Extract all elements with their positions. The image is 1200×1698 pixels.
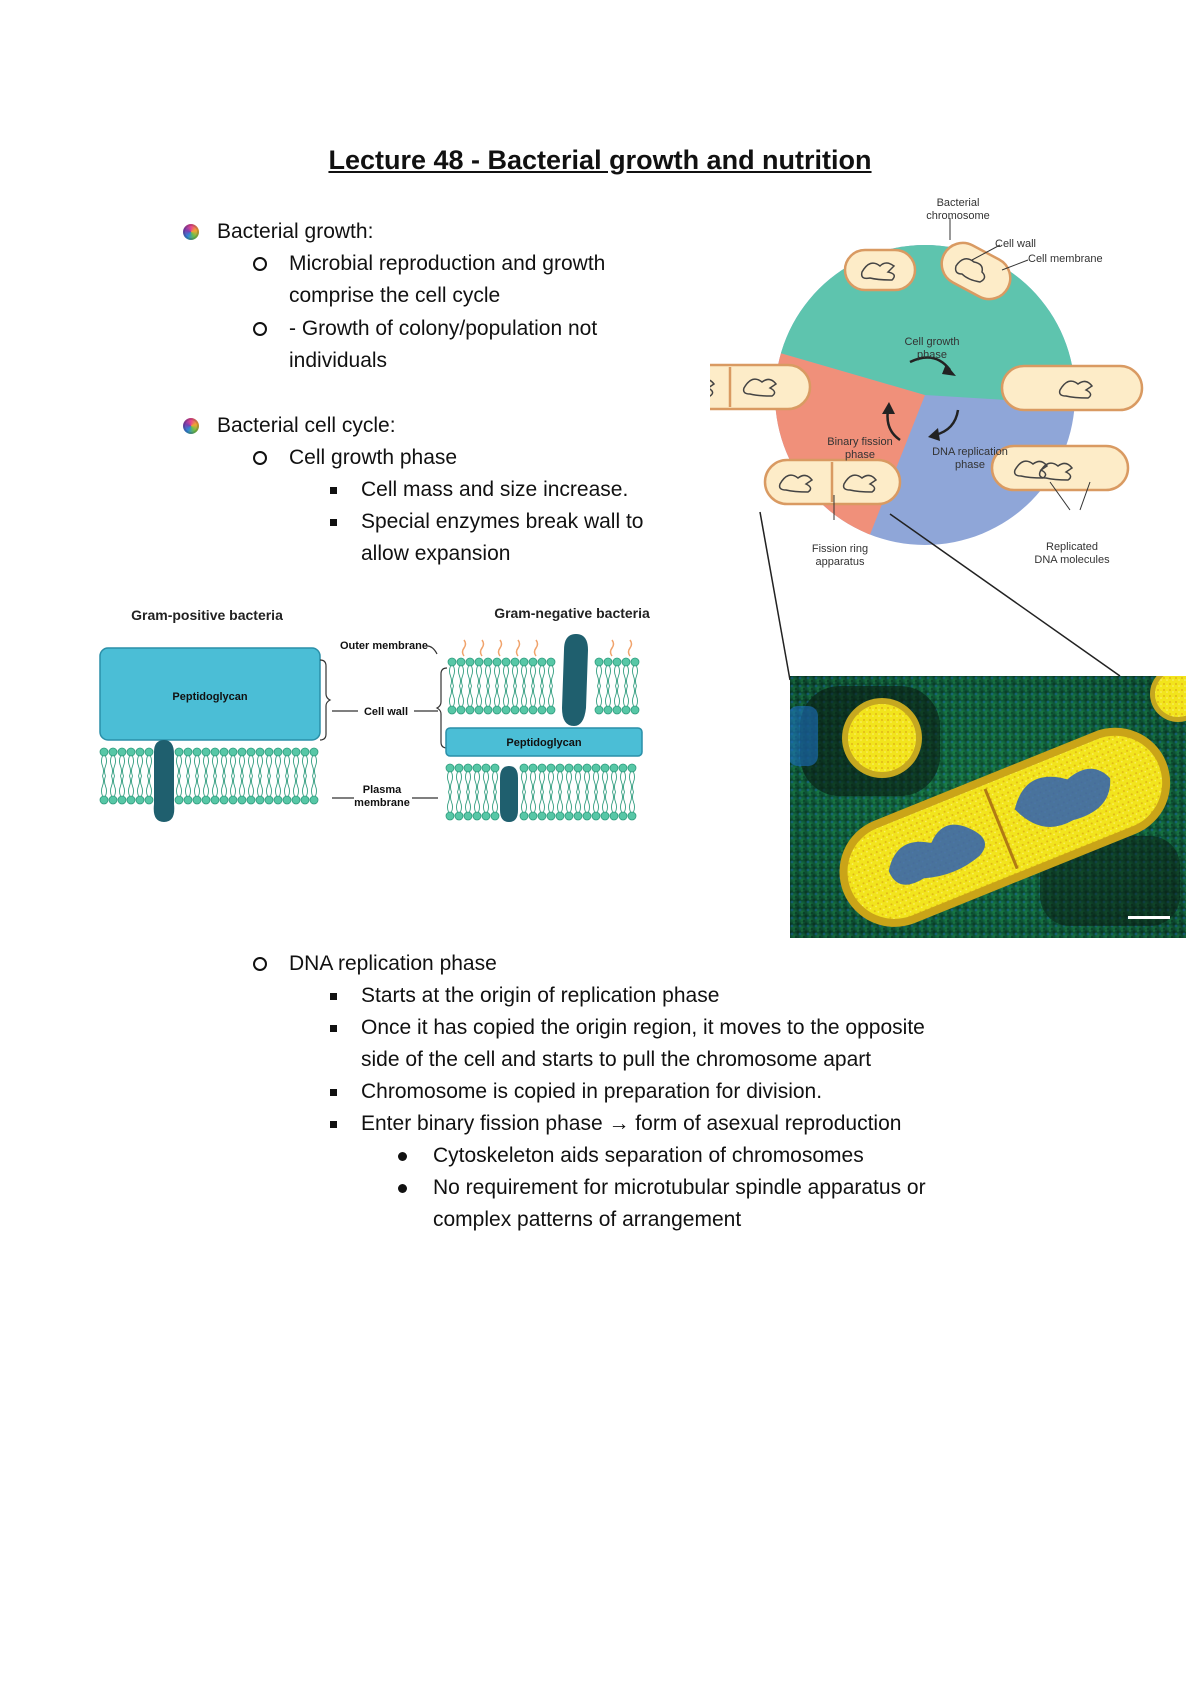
label-bacterial-chromosome: chromosome <box>926 210 990 222</box>
text-special-enzymes: Special enzymes break wall to <box>361 510 644 533</box>
lipopolysaccharide-icon <box>461 639 633 657</box>
label-cell-membrane: Cell membrane <box>1028 253 1103 265</box>
cell-right <box>1000 364 1144 412</box>
bullet-icon <box>183 224 199 240</box>
page-title: Lecture 48 - Bacterial growth and nutrit… <box>328 145 872 175</box>
label-cell-wall: Cell wall <box>995 238 1036 250</box>
label-peptidoglycan-positive: Peptidoglycan <box>172 691 247 703</box>
membrane-protein-icon <box>500 766 518 822</box>
bullet-circle-icon <box>253 451 267 465</box>
text-cell-mass: Cell mass and size increase. <box>361 478 629 501</box>
plasma-membrane-negative <box>445 763 637 821</box>
bullet-dot-icon <box>398 1184 407 1193</box>
label-gram-negative: Gram-negative bacteria <box>494 605 650 621</box>
cell-top-left <box>843 248 917 292</box>
label-plasma-membrane: membrane <box>354 797 410 809</box>
text-special-enzymes-cont: allow expansion <box>361 542 511 565</box>
bullet-circle-icon <box>253 957 267 971</box>
text-chromosome-copied: Chromosome is copied in preparation for … <box>361 1080 823 1103</box>
chromosome-icon <box>778 474 814 493</box>
text-origin-of-replication: Starts at the origin of replication phas… <box>361 984 720 1007</box>
text-bacterial-cell-cycle: Bacterial cell cycle: <box>217 414 396 437</box>
label-peptidoglycan-negative: Peptidoglycan <box>506 737 581 749</box>
text-growth-colony: - Growth of colony/population not <box>289 317 598 340</box>
text-no-requirement: No requirement for microtubular spindle … <box>433 1176 926 1199</box>
chromosome-icon <box>710 379 716 397</box>
bullet-circle-icon <box>253 322 267 336</box>
text-growth-colony-cont: individuals <box>289 349 388 372</box>
bullet-square-icon <box>330 1121 337 1128</box>
scale-bar <box>1128 916 1170 919</box>
text-microbial-reproduction: Microbial reproduction and growth <box>289 252 606 275</box>
label-outer-membrane: Outer membrane <box>340 640 428 652</box>
chromosome-icon <box>860 262 896 281</box>
bullet-square-icon <box>330 487 337 494</box>
chromosome-icon <box>1038 462 1074 481</box>
label-dna-phase: phase <box>955 459 985 471</box>
cell-bottom-left <box>763 458 902 506</box>
chromosome-icon <box>1013 460 1049 479</box>
label-fission-phase: phase <box>845 449 875 461</box>
peptidoglycan-layer-positive <box>99 647 321 741</box>
text-cytoskeleton: Cytoskeleton aids separation of chromoso… <box>433 1144 864 1167</box>
connector-lines <box>759 511 1121 681</box>
label-replicated-dna: DNA molecules <box>1034 554 1110 566</box>
text-no-requirement-cont: complex patterns of arrangement <box>433 1208 742 1231</box>
chromosome-icon <box>842 474 878 493</box>
chromosome-icon <box>1058 380 1094 399</box>
membrane-protein-icon <box>153 740 175 822</box>
bullet-square-icon <box>330 1089 337 1096</box>
outer-membrane-negative <box>447 657 640 715</box>
label-fission-phase: Binary fission <box>827 436 892 448</box>
arrow-head-icon <box>942 364 956 376</box>
text-dna-replication-phase: DNA replication phase <box>289 952 497 975</box>
text-origin-region: Once it has copied the origin region, it… <box>361 1016 925 1039</box>
chromosome-icon <box>742 378 778 397</box>
label-bacterial-chromosome: Bacterial <box>937 197 980 209</box>
label-dna-phase: DNA replication <box>932 446 1008 458</box>
bullet-square-icon <box>330 993 337 1000</box>
text-bacterial-growth: Bacterial growth: <box>217 220 374 243</box>
bullet-square-icon <box>330 519 337 526</box>
arrow-head-icon <box>882 402 895 414</box>
arrow-head-icon <box>928 428 940 441</box>
plasma-membrane-positive <box>99 747 319 805</box>
text-binary-fission: Enter binary fission phase → form of ase… <box>361 1112 902 1135</box>
label-replicated-dna: Replicated <box>1046 541 1098 553</box>
label-growth-phase: phase <box>917 349 947 361</box>
text-cell-growth-phase: Cell growth phase <box>289 446 458 469</box>
gram-positive-negative-diagram: Gram-positive bacteria Gram-negative bac… <box>99 605 650 822</box>
cell-left-pair <box>710 363 812 411</box>
label-gram-positive: Gram-positive bacteria <box>131 607 283 623</box>
bullet-circle-icon <box>253 257 267 271</box>
chromosome-icon <box>954 258 986 283</box>
bullet-dot-icon <box>398 1152 407 1161</box>
bacterial-cell-cycle-diagram: Bacterial chromosome Cell wall Cell memb… <box>710 197 1144 568</box>
label-fission-ring: Fission ring <box>812 543 868 555</box>
peptidoglycan-layer-negative <box>445 727 643 757</box>
label-cell-wall: Cell wall <box>364 706 408 718</box>
cell-bottom-right <box>990 444 1130 492</box>
bullet-square-icon <box>330 1025 337 1032</box>
label-growth-phase: Cell growth <box>904 336 959 348</box>
label-fission-ring: apparatus <box>816 556 865 568</box>
bacteria-micrograph-image <box>790 676 1186 938</box>
bullet-icon <box>183 418 199 434</box>
porin-protein-icon <box>562 634 588 726</box>
text-microbial-reproduction-cont: comprise the cell cycle <box>289 284 501 307</box>
label-plasma-membrane: Plasma <box>363 784 402 796</box>
text-origin-region-cont: side of the cell and starts to pull the … <box>361 1048 872 1071</box>
